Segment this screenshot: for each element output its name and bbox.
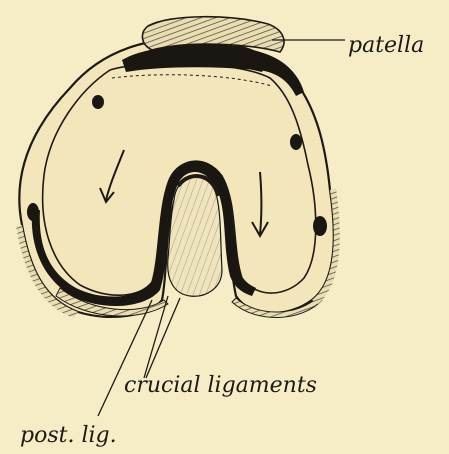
right-pad	[313, 216, 327, 236]
medial-pad	[92, 95, 104, 109]
post-lig-label: post. lig.	[20, 423, 117, 448]
crucial-ligaments-label: crucial ligaments	[124, 373, 317, 398]
lateral-pad-upper	[290, 134, 302, 150]
left-pad	[27, 203, 39, 221]
intercondylar-notch	[168, 177, 222, 296]
patella-label: patella	[348, 33, 424, 58]
